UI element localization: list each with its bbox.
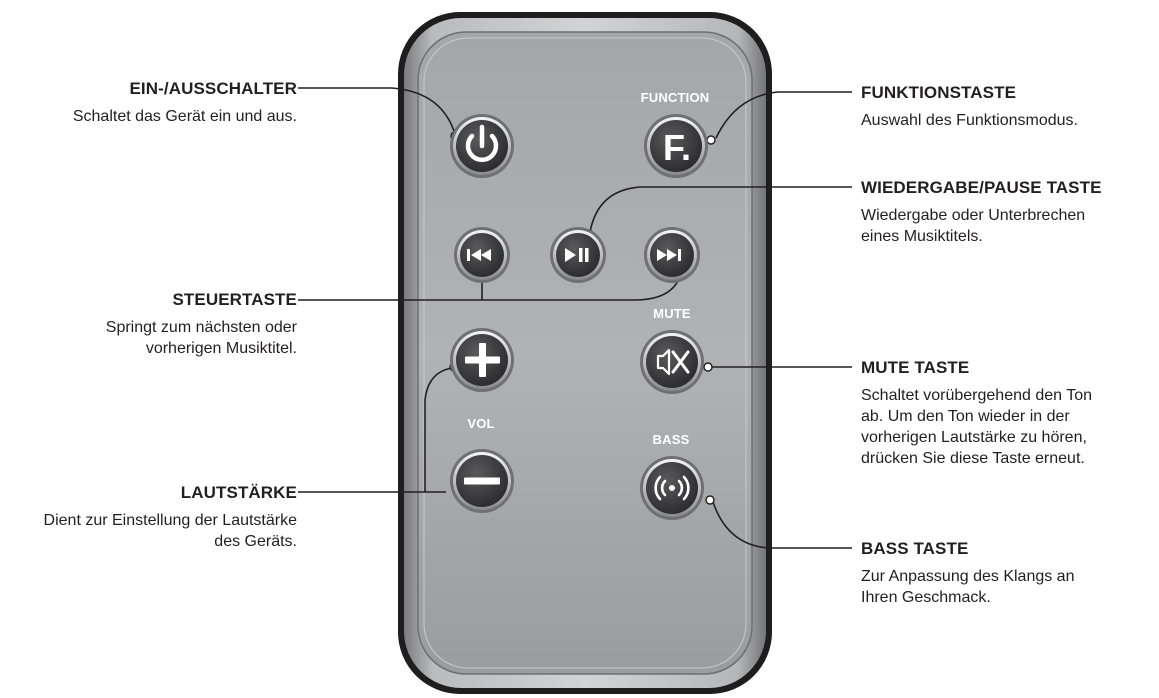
callout-play-pause-desc: Wiedergabe oder Unterbrechen eines Musik… xyxy=(861,205,1102,247)
function-icon: F. xyxy=(663,127,691,168)
callout-mute-desc-line2: ab. Um den Ton wieder in der xyxy=(861,408,1070,425)
callout-bass-desc-line2: Ihren Geschmack. xyxy=(861,589,991,606)
function-label: FUNCTION xyxy=(641,90,710,105)
previous-track-button[interactable] xyxy=(454,227,510,283)
callout-function: FUNKTIONSTASTE Auswahl des Funktionsmodu… xyxy=(861,83,1078,131)
callout-function-desc: Auswahl des Funktionsmodus. xyxy=(861,112,1078,129)
callout-volume-desc-line2: des Geräts. xyxy=(214,533,297,550)
callout-bass-desc: Zur Anpassung des Klangs an Ihren Geschm… xyxy=(861,566,1074,608)
callout-play-pause-desc-line1: Wiedergabe oder Unterbrechen xyxy=(861,207,1086,224)
callout-mute-desc-line1: Schaltet vorübergehend den Ton xyxy=(861,387,1092,404)
callout-function-title: FUNKTIONSTASTE xyxy=(861,83,1017,102)
vol-label: VOL xyxy=(467,416,494,431)
play-pause-icon xyxy=(565,248,589,262)
leader-function xyxy=(715,91,852,139)
callout-power-desc: Schaltet das Gerät ein und aus. xyxy=(72,108,297,125)
leader-dot-mute xyxy=(703,362,713,372)
callout-bass-desc-line1: Zur Anpassung des Klangs an xyxy=(861,568,1075,585)
callout-skip-desc-line1: Springt zum nächsten oder xyxy=(105,319,297,336)
mute-button[interactable] xyxy=(640,330,704,394)
callout-volume: LAUTSTÄRKE Dient zur Einstellung der Lau… xyxy=(44,483,297,552)
volume-up-button[interactable] xyxy=(450,328,514,392)
callout-power: EIN-/AUSSCHALTER Schaltet das Gerät ein … xyxy=(73,79,297,127)
plus-icon xyxy=(465,343,500,377)
callout-skip-desc-line2: vorherigen Musiktitel. xyxy=(145,340,297,357)
callout-mute-title: MUTE TASTE xyxy=(861,358,970,377)
leader-dot-bass xyxy=(705,495,715,505)
callout-power-title: EIN-/AUSSCHALTER xyxy=(129,79,297,98)
previous-track-icon xyxy=(467,249,491,261)
function-button[interactable]: F. xyxy=(644,114,708,178)
callout-mute-desc-line4: drücken Sie diese Taste erneut. xyxy=(861,450,1085,467)
mute-label: MUTE xyxy=(653,306,691,321)
bass-label: BASS xyxy=(653,432,690,447)
callout-mute-desc: Schaltet vorübergehend den Ton ab. Um de… xyxy=(861,385,1092,469)
leader-volume xyxy=(298,367,453,493)
play-pause-button[interactable] xyxy=(550,227,606,283)
leader-play-pause xyxy=(589,186,852,233)
callout-skip: STEUERTASTE Springt zum nächsten oder vo… xyxy=(106,290,297,359)
remote-body xyxy=(398,12,772,694)
bass-button[interactable] xyxy=(640,456,704,520)
leader-dot-function xyxy=(706,135,716,145)
callout-mute: MUTE TASTE Schaltet vorübergehend den To… xyxy=(861,358,1092,469)
callout-volume-desc-line1: Dient zur Einstellung der Lautstärke xyxy=(43,512,297,529)
next-track-icon xyxy=(657,249,681,261)
callout-bass: BASS TASTE Zur Anpassung des Klangs an I… xyxy=(861,539,1074,608)
leader-bass xyxy=(712,501,852,549)
buttons: FUNCTION F. xyxy=(450,90,709,520)
power-button[interactable] xyxy=(450,114,514,178)
callout-volume-title: LAUTSTÄRKE xyxy=(180,483,297,502)
mute-icon xyxy=(656,348,690,376)
leader-power xyxy=(298,87,456,135)
callout-bass-title: BASS TASTE xyxy=(861,539,969,558)
bass-icon xyxy=(654,475,690,501)
minus-icon xyxy=(464,477,500,485)
callout-volume-desc: Dient zur Einstellung der Lautstärke des… xyxy=(44,510,297,552)
callout-skip-desc: Springt zum nächsten oder vorherigen Mus… xyxy=(106,317,297,359)
next-track-button[interactable] xyxy=(644,227,700,283)
power-icon xyxy=(465,124,499,163)
callout-play-pause: WIEDERGABE/PAUSE TASTE Wiedergabe oder U… xyxy=(861,178,1102,247)
callout-mute-desc-line3: vorherigen Lautstärke zu hören, xyxy=(861,429,1087,446)
volume-down-button[interactable] xyxy=(450,449,514,513)
callout-skip-title: STEUERTASTE xyxy=(172,290,297,309)
callout-play-pause-desc-line2: eines Musiktitels. xyxy=(861,228,983,245)
callout-play-pause-title: WIEDERGABE/PAUSE TASTE xyxy=(861,178,1102,197)
